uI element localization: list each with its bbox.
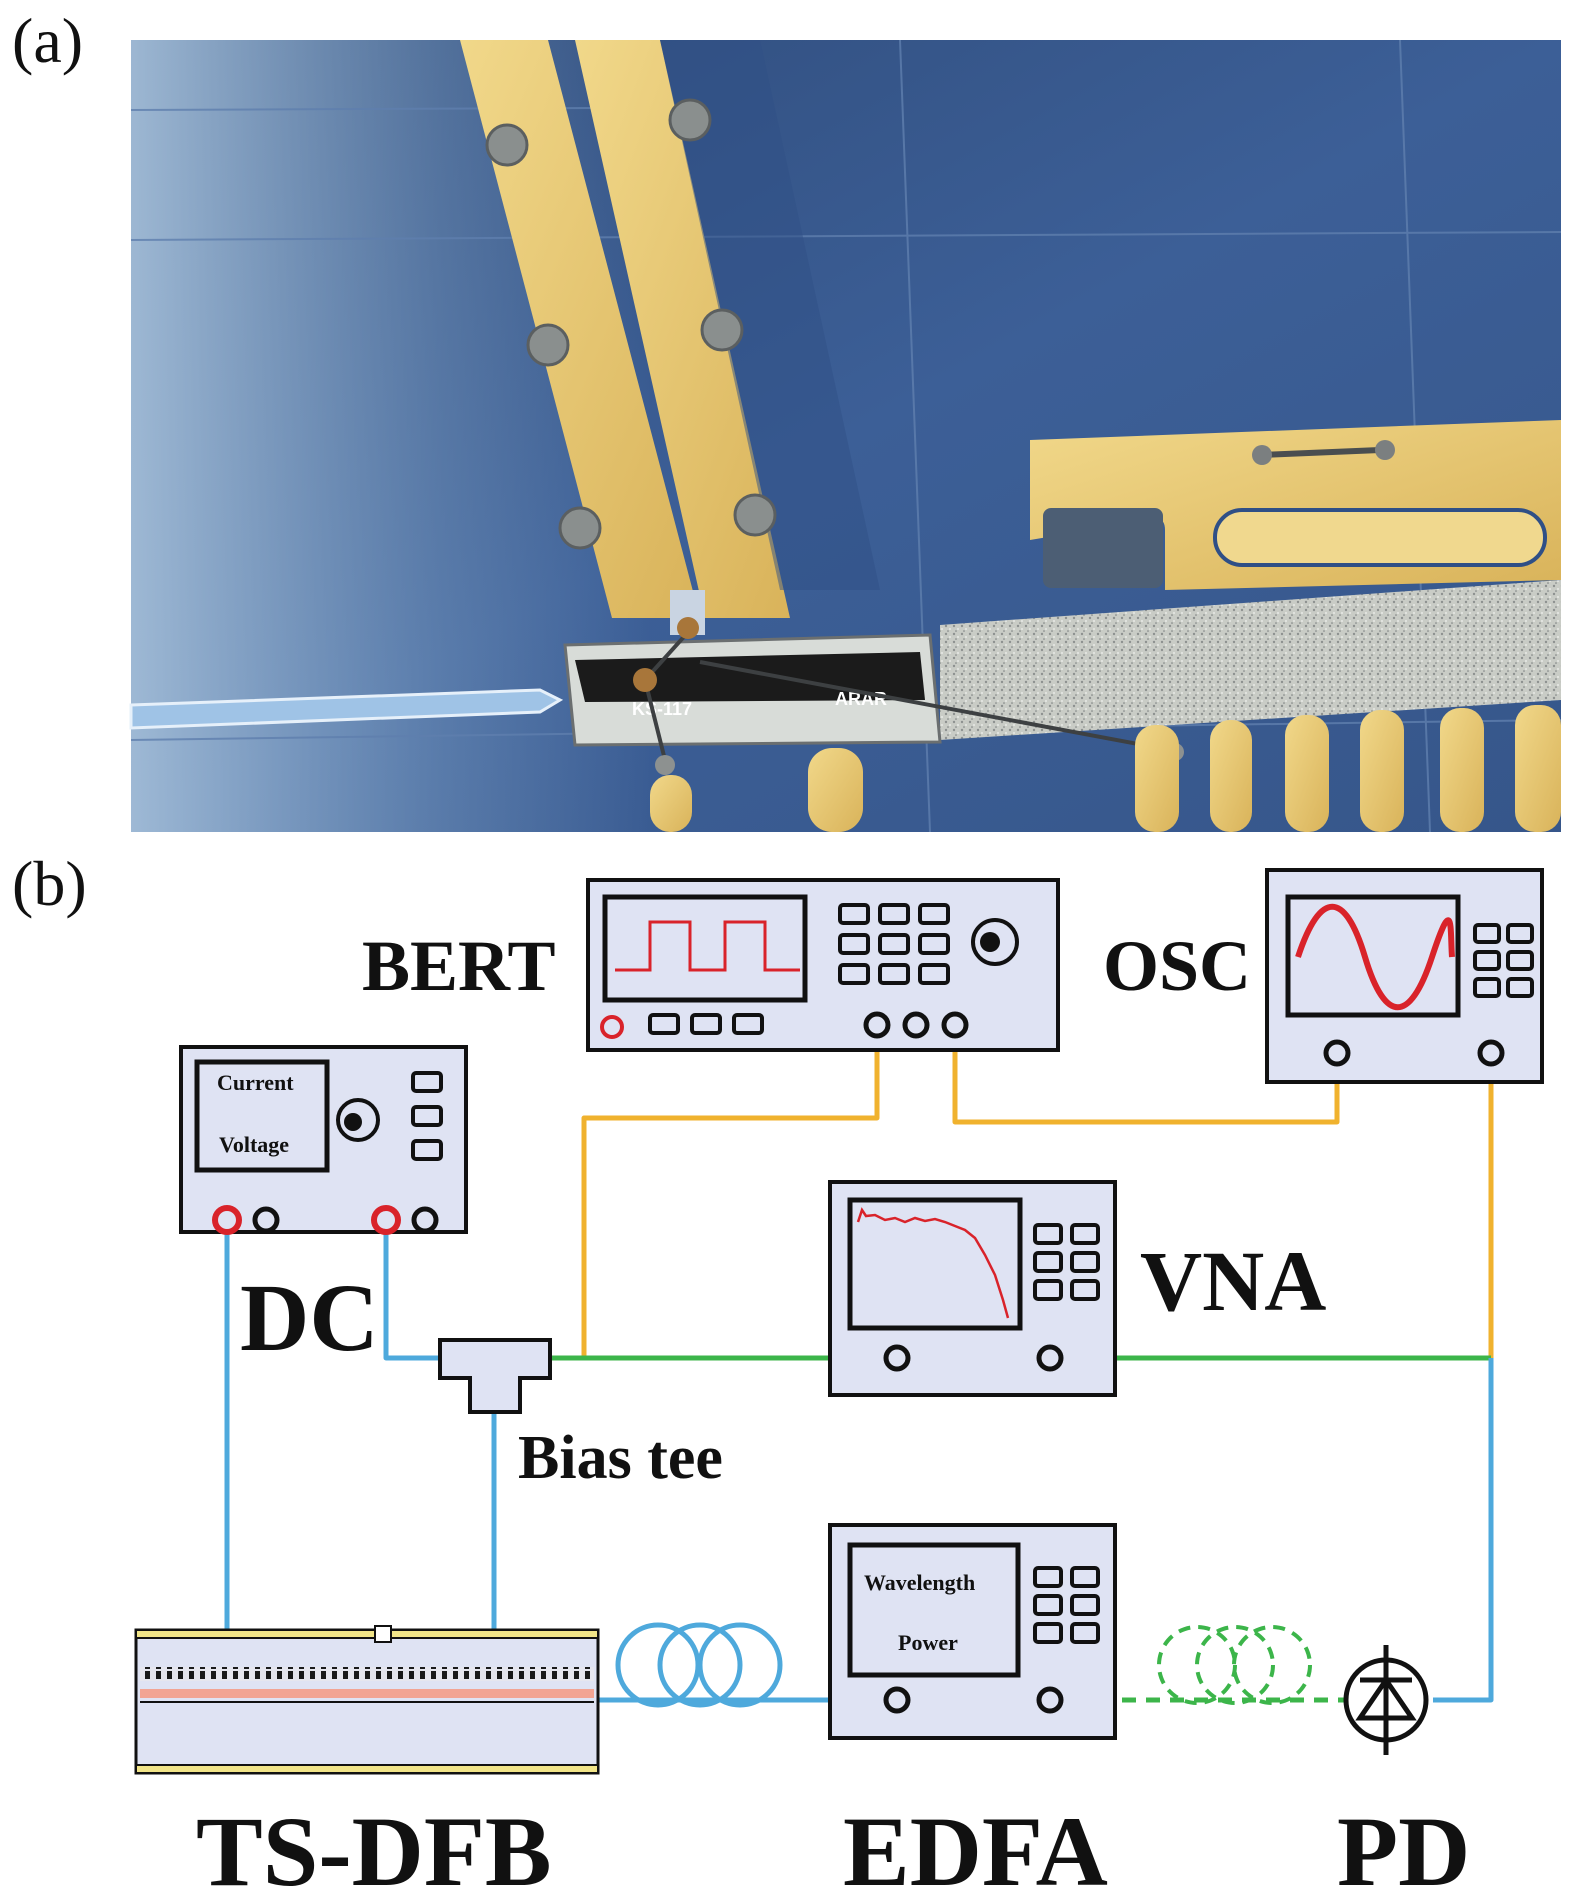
- edfa-display-wavelength: Wavelength: [864, 1570, 975, 1595]
- ts-dfb-laser: [134, 1625, 600, 1775]
- panel-b-label: (b): [12, 848, 87, 919]
- cable-pd-to-vna-junction: [1433, 1358, 1494, 1703]
- vna-label: VNA: [1140, 1233, 1326, 1329]
- edfa-label: EDFA: [843, 1796, 1108, 1901]
- dc-display: [194, 1059, 330, 1173]
- active-layer: [140, 1689, 594, 1698]
- dc-display-voltage: Voltage: [219, 1132, 289, 1157]
- gold-strip: [575, 40, 790, 618]
- ground-plane: [940, 580, 1561, 740]
- osc-waveform: [1295, 904, 1455, 1010]
- dc-display-current: Current: [217, 1070, 294, 1095]
- fiber-spool: [598, 1622, 783, 1708]
- bert-waveform: [615, 920, 800, 972]
- rf-cable-bert-to-biastee: [547, 1030, 880, 1361]
- bias-tee: [438, 1338, 552, 1414]
- dc-source-instrument: Current Voltage: [179, 1045, 468, 1235]
- bert-screen: [602, 894, 808, 1003]
- edfa-instrument: Wavelength Power: [828, 1523, 1117, 1740]
- edfa-display-power: Power: [898, 1630, 958, 1655]
- ts-dfb-label: TS-DFB: [196, 1796, 552, 1901]
- osc-instrument: [1265, 868, 1544, 1084]
- dc-cable-source-to-biastee: [383, 1222, 440, 1361]
- pd-label: PD: [1337, 1796, 1470, 1901]
- micrograph-photo: KS-117 ARAR: [129, 39, 1562, 833]
- bert-label: BERT: [362, 926, 556, 1006]
- vna-instrument: [828, 1180, 1117, 1397]
- bias-tee-label: Bias tee: [518, 1424, 723, 1492]
- solder-pad: [1043, 508, 1163, 588]
- gold-strip: [460, 40, 700, 618]
- vna-screen: [847, 1197, 1023, 1331]
- photodiode-icon: [1343, 1645, 1429, 1755]
- vna-trace: [856, 1207, 1010, 1319]
- edfa-display: [847, 1542, 1021, 1678]
- fiber-spool-dashed: [1157, 1625, 1312, 1705]
- panel-a-label: (a): [12, 5, 83, 76]
- osc-label: OSC: [1103, 926, 1251, 1006]
- chip-marking-left: KS-117: [632, 699, 692, 719]
- dc-label: DC: [240, 1264, 379, 1371]
- bragg-grating: [140, 1667, 594, 1681]
- rf-cable-bert-to-osc: [952, 1030, 1340, 1125]
- bert-instrument: [586, 878, 1060, 1052]
- fiber-tip: [129, 688, 564, 730]
